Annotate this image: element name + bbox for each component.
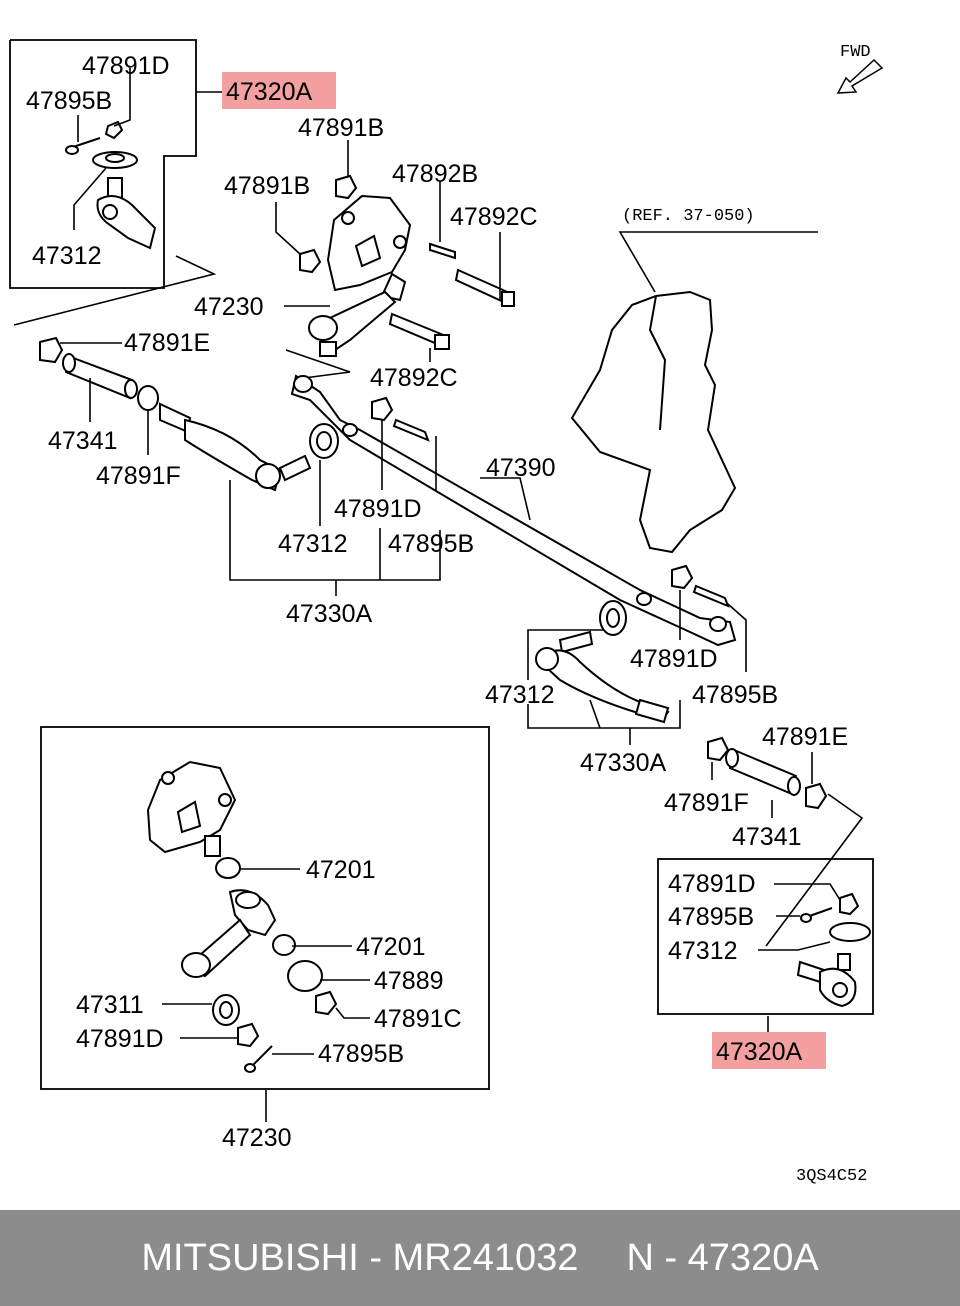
footer-bar: MITSUBISHI - MR241032 N - 47320A [0, 1210, 960, 1306]
label-47201-a: 47201 [306, 856, 376, 884]
label-47895B-e: 47895B [668, 903, 754, 931]
label-47201-b: 47201 [356, 933, 426, 961]
label-47891D-e: 47891D [668, 870, 756, 898]
center-arm-assembly [299, 174, 515, 357]
label-47891F-a: 47891F [96, 462, 181, 490]
idler-arm-exploded [146, 760, 338, 1073]
reference-label: (REF. 37-050) [622, 207, 755, 226]
drawing-code: 3QS4C52 [796, 1167, 867, 1186]
assembly-frame-top-left [9, 39, 197, 289]
label-47390: 47390 [486, 454, 556, 482]
relay-rod [290, 374, 737, 647]
footer-brand-part: MITSUBISHI - MR241032 [141, 1236, 579, 1279]
footer-ref-part: N - 47320A [626, 1236, 819, 1279]
fwd-arrow-icon [836, 58, 884, 94]
parts-diagram: FWD (REF. 37-050) [9, 39, 884, 1186]
label-47892B: 47892B [392, 160, 478, 188]
highlight-47320A-bottom [712, 1032, 826, 1069]
label-47891C: 47891C [374, 1005, 462, 1033]
label-47891D-a: 47891D [82, 52, 170, 80]
tie-rod-end-top-left [65, 120, 157, 250]
label-47891F-b: 47891F [664, 789, 749, 817]
label-47892C-a: 47892C [450, 203, 538, 231]
label-47312-d: 47312 [668, 937, 738, 965]
fwd-label: FWD [840, 43, 871, 62]
label-47330A-b: 47330A [580, 749, 667, 777]
label-47892C-b: 47892C [370, 364, 458, 392]
label-47312-a: 47312 [32, 242, 102, 270]
label-47891D-c: 47891D [630, 645, 718, 673]
label-47889: 47889 [374, 967, 444, 995]
tie-rod-end-bottom-right [796, 892, 871, 1008]
label-47895B-c: 47895B [692, 681, 778, 709]
highlight-47320A-top [222, 72, 336, 109]
label-47895B-d: 47895B [318, 1040, 404, 1068]
label-47891E-a: 47891E [124, 329, 210, 357]
label-47341-a: 47341 [48, 427, 118, 455]
label-47230-b: 47230 [222, 1124, 292, 1152]
label-47320A-a: 47320A [226, 78, 313, 106]
label-47312-b: 47312 [278, 530, 348, 558]
label-47341-b: 47341 [732, 823, 802, 851]
label-47891D-b: 47891D [334, 495, 422, 523]
label-47891B-a: 47891B [298, 114, 384, 142]
leader-lines [60, 68, 841, 1122]
left-tie-rod [39, 336, 339, 492]
right-adjusting-tube [707, 736, 828, 810]
steering-gear-box [570, 290, 737, 554]
assembly-frame-idler-arm [40, 726, 490, 1090]
label-47891E-b: 47891E [762, 723, 848, 751]
label-47895B-b: 47895B [388, 530, 474, 558]
label-47891D-d: 47891D [76, 1025, 164, 1053]
label-47895B-a: 47895B [26, 87, 112, 115]
label-47330A-a: 47330A [286, 600, 373, 628]
assembly-frame-bottom-right [657, 858, 874, 1015]
right-tie-rod-end [535, 600, 670, 724]
label-47312-c: 47312 [485, 681, 555, 709]
label-47230-a: 47230 [194, 293, 264, 321]
label-47311: 47311 [76, 991, 144, 1019]
label-47320A-b: 47320A [716, 1038, 803, 1066]
label-47891B-b: 47891B [224, 172, 310, 200]
